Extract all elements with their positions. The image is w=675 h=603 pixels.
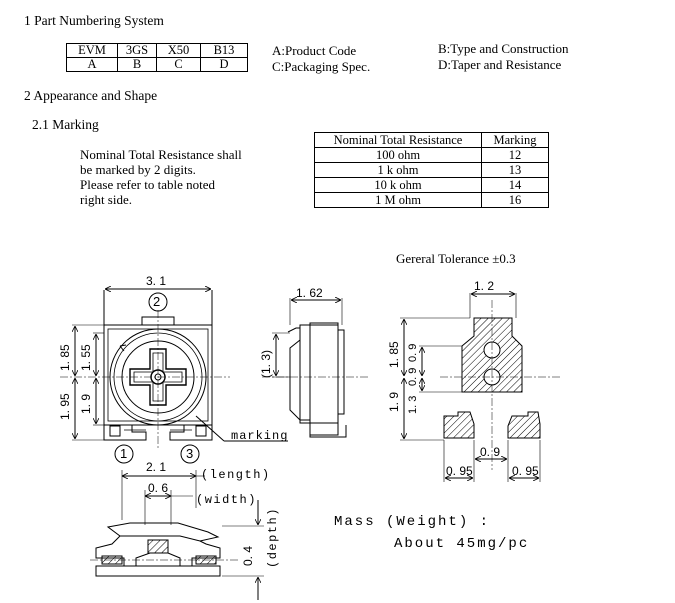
dim-1-3-side: (1. 3) <box>259 350 273 378</box>
section-2-title: 2 Appearance and Shape <box>24 88 158 103</box>
dim-0-95-right: 0. 95 <box>512 464 539 478</box>
dim-1-55: 1. 55 <box>79 344 93 371</box>
part-cell-b-letter: B <box>117 57 157 72</box>
top-view <box>60 289 288 525</box>
dim-1-95: 1. 95 <box>58 393 72 420</box>
dim-0-9-right: 0. 9 <box>407 368 419 386</box>
pin-2-label: 2 <box>153 294 160 309</box>
legend-c: C:Packaging Spec. <box>272 59 371 74</box>
mass-value: About 45mg/pc <box>394 536 529 552</box>
legend-d: D:Taper and Resistance <box>438 57 562 72</box>
section-2-1-title: 2.1 Marking <box>32 117 99 132</box>
mass-label: Mass (Weight) : <box>334 514 490 530</box>
table-row: 1 M ohm 16 <box>314 192 549 208</box>
dim-0-6: 0. 6 <box>148 481 168 495</box>
dim-1-2: 1. 2 <box>474 279 494 293</box>
marking-table-header-resistance: Nominal Total Resistance <box>314 132 482 148</box>
dim-0-9-horizontal: 0. 9 <box>480 445 500 459</box>
marking-table: Nominal Total Resistance Marking 100 ohm… <box>314 132 549 208</box>
part-cell-d-letter: D <box>200 57 248 72</box>
dim-0-4: 0. 4 <box>241 546 255 566</box>
pin-3-label: 3 <box>186 446 193 461</box>
marking-text-line-2: be marked by 2 digits. <box>80 162 196 177</box>
resistance-cell: 1 k ohm <box>314 162 482 178</box>
general-tolerance: Gereral Tolerance ±0.3 <box>396 251 516 266</box>
pin-1-label: 1 <box>120 446 127 461</box>
length-label: (length) <box>201 468 271 482</box>
marking-text-line-1: Nominal Total Resistance shall <box>80 147 242 162</box>
section-1-title: 1 Part Numbering System <box>24 13 164 28</box>
bottom-side-view <box>90 500 264 600</box>
dim-1-3-right: 1. 3 <box>407 396 419 414</box>
dim-1-9-right: 1. 9 <box>387 392 401 412</box>
land-pattern-view <box>400 293 560 482</box>
dim-0-95-left: 0. 95 <box>446 464 473 478</box>
marking-label: marking <box>231 429 288 443</box>
depth-label: (depth) <box>266 507 280 568</box>
dim-1-85-left: 1. 85 <box>58 344 72 371</box>
dim-1-62: 1. 62 <box>296 286 323 300</box>
marking-cell: 16 <box>481 192 549 208</box>
marking-text-line-4: right side. <box>80 192 132 207</box>
part-number-table: EVM 3GS X50 B13 A B C D <box>66 43 248 72</box>
legend-b: B:Type and Construction <box>438 41 569 56</box>
marking-table-header-marking: Marking <box>481 132 549 148</box>
resistance-cell: 1 M ohm <box>314 192 482 208</box>
marking-text-line-3: Please refer to table noted <box>80 177 215 192</box>
dim-1-85-right: 1. 85 <box>387 341 401 368</box>
part-cell-a-letter: A <box>66 57 118 72</box>
dim-1-9-left: 1. 9 <box>79 394 93 414</box>
dim-3-1: 3. 1 <box>146 274 166 288</box>
width-label: (width) <box>196 493 257 507</box>
side-view <box>262 298 370 438</box>
legend-a: A:Product Code <box>272 43 357 58</box>
part-cell-b-code: 3GS <box>117 43 157 58</box>
dim-2-1: 2. 1 <box>146 460 166 474</box>
dim-0-9-vertical: 0. 9 <box>407 344 419 362</box>
